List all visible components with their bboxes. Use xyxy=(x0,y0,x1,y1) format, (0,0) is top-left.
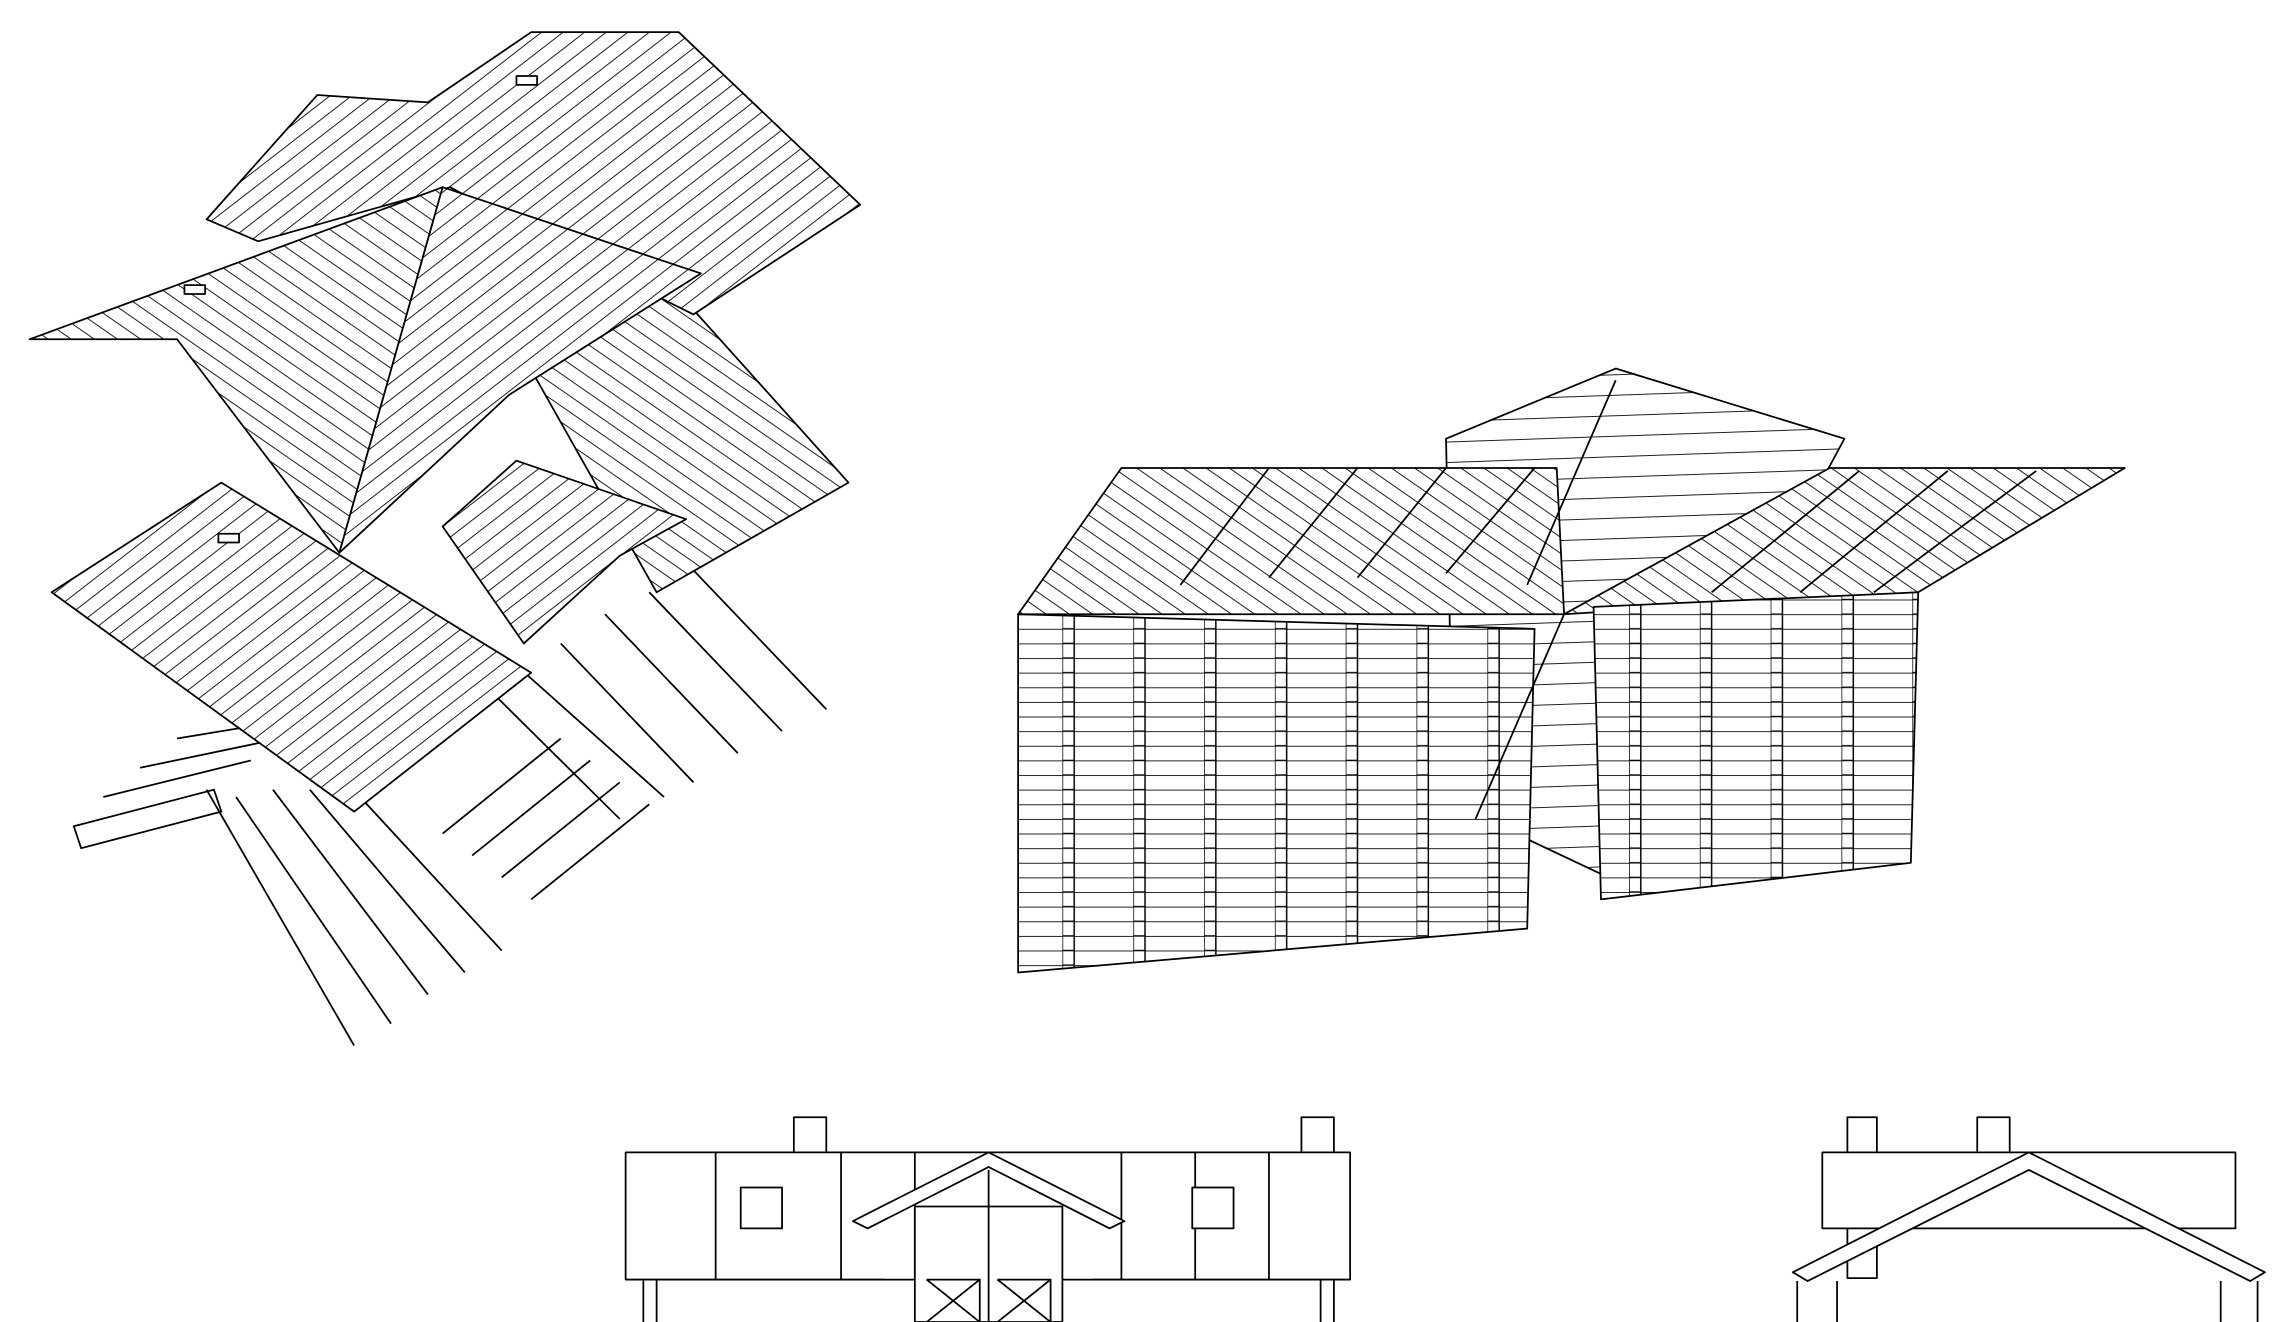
upper-roof xyxy=(205,31,862,316)
small-dormer-roof xyxy=(441,459,688,645)
roof-hatch-opening xyxy=(183,284,206,295)
side-elevation xyxy=(1791,1116,2266,1322)
main-front-roof-right xyxy=(338,186,702,554)
left-roof-slope xyxy=(1017,467,1565,616)
rafter-tails xyxy=(72,569,827,1047)
front-elevation xyxy=(624,1116,1352,1322)
roof-hatch-opening xyxy=(217,532,240,544)
roof-frame-view xyxy=(1017,367,2126,974)
roof-hatch-opening xyxy=(515,75,538,86)
rafters xyxy=(1179,379,2037,820)
left-wall-boarding xyxy=(1017,613,1536,974)
isometric-roof-view xyxy=(28,31,862,1047)
lower-left-wall-framing xyxy=(50,481,533,813)
right-wall-boarding xyxy=(1592,591,1920,901)
